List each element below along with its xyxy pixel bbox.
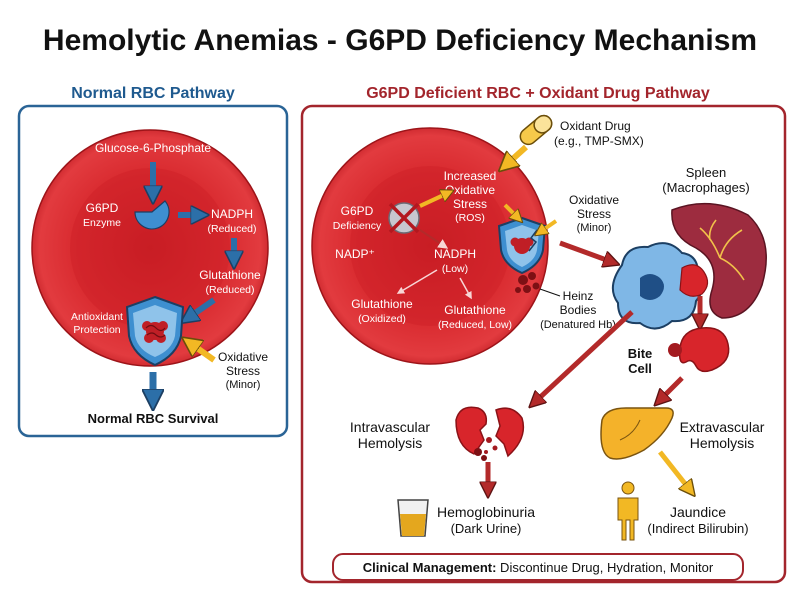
oxidative-label: Oxidative bbox=[218, 350, 268, 364]
protection-label: Protection bbox=[73, 324, 120, 336]
stress-to-shield-arrow bbox=[503, 203, 518, 218]
bite-label: Bite bbox=[628, 346, 653, 361]
oxidative-label-2: Oxidative bbox=[445, 183, 495, 197]
minor-stress-arrow bbox=[540, 219, 558, 232]
low-label: (Low) bbox=[442, 263, 468, 275]
drug-to-stress-arrow bbox=[506, 144, 529, 165]
deficiency-label: Deficiency bbox=[333, 220, 382, 232]
g6pd-to-nadph-arrow-2 bbox=[419, 229, 449, 249]
indirect-bilirubin-label: (Indirect Bilirubin) bbox=[647, 521, 748, 536]
spleen-icon bbox=[671, 202, 767, 319]
nadp-label: NADP⁺ bbox=[335, 247, 375, 261]
macrophage-icon bbox=[611, 242, 709, 330]
hemolysis-label-intra: Hemolysis bbox=[358, 435, 423, 451]
nadph-low-label: NADPH bbox=[434, 247, 476, 261]
glutathione-label: Glutathione bbox=[199, 268, 261, 282]
liver-icon bbox=[600, 407, 674, 460]
reduced-low-label: (Reduced, Low) bbox=[438, 319, 512, 331]
oxidized-label: (Oxidized) bbox=[358, 313, 406, 325]
oxidant-drug-example-label: (e.g., TMP-SMX) bbox=[554, 134, 644, 148]
normal-rbc-survival-label: Normal RBC Survival bbox=[88, 411, 219, 426]
stress-label-3: Stress bbox=[577, 207, 611, 221]
macrophages-label: (Macrophages) bbox=[662, 180, 749, 195]
stress-label: Stress bbox=[226, 364, 260, 378]
g6pd-to-stress-arrow bbox=[419, 193, 448, 208]
person-icon bbox=[617, 481, 639, 541]
deficient-g6pd-icon bbox=[388, 202, 420, 234]
oxidant-drug-pill-icon bbox=[519, 114, 553, 146]
antioxidant-label: Antioxidant bbox=[71, 311, 123, 323]
ruptured-rbc-icon bbox=[455, 406, 525, 461]
clinical-management-actions: Discontinue Drug, Hydration, Monitor bbox=[496, 560, 713, 575]
oxidative-stress-arrow bbox=[190, 343, 216, 363]
nadph-to-gsh-arrow bbox=[459, 277, 472, 300]
glucose-6-phosphate-label: Glucose-6-Phosphate bbox=[95, 141, 211, 155]
increased-label: Increased bbox=[444, 169, 497, 183]
jaundice-label: Jaundice bbox=[670, 504, 726, 520]
intravascular-label: Intravascular bbox=[350, 419, 430, 435]
clinical-management-text: Clinical Management: Discontinue Drug, H… bbox=[363, 560, 714, 575]
bite-cell-icon bbox=[668, 327, 730, 373]
g6pd-label: G6PD bbox=[86, 201, 119, 215]
page-title: Hemolytic Anemias - G6PD Deficiency Mech… bbox=[43, 24, 757, 57]
to-jaundice-arrow bbox=[658, 450, 690, 490]
clinical-management-box bbox=[332, 553, 744, 581]
urine-cup-icon bbox=[397, 499, 429, 537]
hemoglobinuria-label: Hemoglobinuria bbox=[437, 504, 535, 520]
to-extravascular-arrow bbox=[660, 376, 684, 400]
nadph-reduced-label: (Reduced) bbox=[207, 223, 256, 235]
glutathione-reduced-label: (Reduced) bbox=[205, 284, 254, 296]
cell-label: Cell bbox=[628, 361, 652, 376]
heinz-pointer-line bbox=[539, 288, 561, 297]
to-intravascular-arrow bbox=[535, 310, 634, 402]
oxidant-drug-label: Oxidant Drug bbox=[560, 119, 631, 133]
glutathione-reduced-low-label: Glutathione bbox=[444, 303, 506, 317]
clinical-management-label: Clinical Management: bbox=[363, 560, 497, 575]
oxidative-label-3: Oxidative bbox=[569, 193, 619, 207]
stress-label-2: Stress bbox=[453, 197, 487, 211]
extravascular-label: Extravascular bbox=[680, 419, 765, 435]
g6pd-enzyme-icon bbox=[134, 200, 170, 230]
normal-pathway-header: Normal RBC Pathway bbox=[71, 85, 235, 102]
minor-label: (Minor) bbox=[226, 379, 261, 391]
ros-label: (ROS) bbox=[455, 212, 485, 224]
heinz-bodies-icon bbox=[515, 272, 540, 293]
glutathione-to-shield-arrow bbox=[188, 297, 216, 318]
g6pd-deficiency-label: G6PD bbox=[341, 204, 374, 218]
rbc-to-macrophage-arrow bbox=[559, 240, 612, 262]
enzyme-label: Enzyme bbox=[83, 217, 121, 229]
heinz-label: Heinz bbox=[563, 289, 594, 303]
hemolysis-label-extra: Hemolysis bbox=[690, 435, 755, 451]
nadph-to-gssg-arrow bbox=[396, 269, 438, 294]
bodies-label: Bodies bbox=[560, 303, 597, 317]
minor-label-2: (Minor) bbox=[577, 222, 612, 234]
nadph-label: NADPH bbox=[211, 207, 253, 221]
dark-urine-label: (Dark Urine) bbox=[451, 521, 522, 536]
antioxidant-shield-icon bbox=[125, 295, 185, 367]
glutathione-oxidized-label: Glutathione bbox=[351, 297, 413, 311]
denatured-hb-label: (Denatured Hb) bbox=[540, 319, 616, 331]
deficient-pathway-header: G6PD Deficient RBC + Oxidant Drug Pathwa… bbox=[366, 85, 710, 102]
spleen-label: Spleen bbox=[686, 165, 726, 180]
